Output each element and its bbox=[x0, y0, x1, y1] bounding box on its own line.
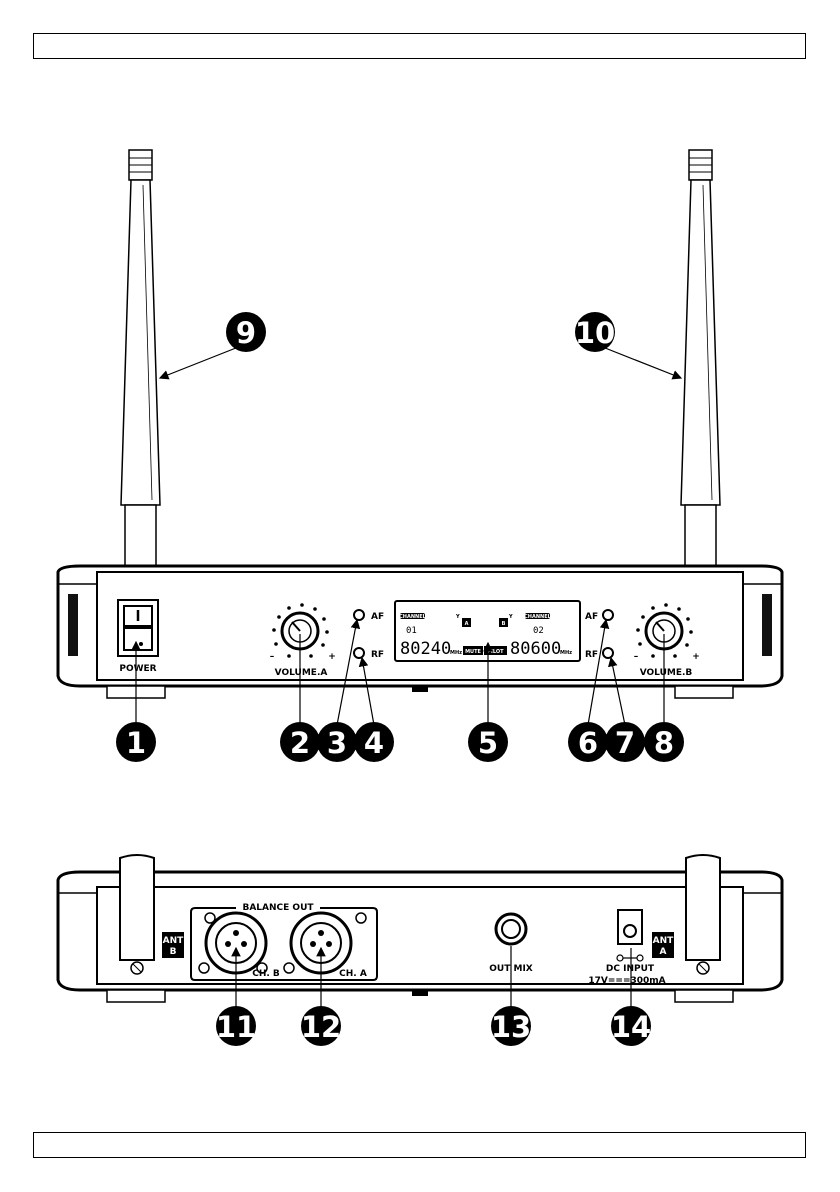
lcd-channel-b: 02 bbox=[533, 626, 544, 636]
ch-a-label: CH. A bbox=[339, 969, 367, 979]
callout-13: 13 bbox=[491, 1006, 531, 1046]
callout-8: 8 bbox=[644, 722, 684, 762]
callout-9: 9 bbox=[226, 312, 266, 352]
callout-4-number: 4 bbox=[364, 726, 384, 760]
lcd-freq-b: 80600 bbox=[510, 639, 561, 659]
callout-9-number: 9 bbox=[236, 316, 256, 350]
rf-b-led bbox=[603, 648, 613, 658]
rf-a-label: RF bbox=[371, 650, 384, 660]
callout-2-number: 2 bbox=[290, 726, 310, 760]
ch-b-label: CH. B bbox=[252, 969, 280, 979]
callout-3: 3 bbox=[317, 722, 357, 762]
callout-5: 5 bbox=[468, 722, 508, 762]
rear-panel: ANT B ANT A BALANCE OUT CH. B CH. A bbox=[58, 855, 782, 1002]
ant-a-label-1: ANT bbox=[653, 936, 674, 946]
callout-4: 4 bbox=[354, 722, 394, 762]
volume-a-plus: + bbox=[328, 652, 336, 662]
ant-a-label-2: A bbox=[660, 947, 667, 957]
power-switch[interactable] bbox=[118, 600, 158, 656]
rear-antenna-b bbox=[120, 855, 154, 974]
callout-14: 14 bbox=[611, 1006, 651, 1046]
callout-12: 12 bbox=[301, 1006, 341, 1046]
callout-13-number: 13 bbox=[491, 1010, 531, 1044]
front-panel: POWER – + VOLUME.A AF RF CHANNEL 01 Y bbox=[58, 566, 782, 698]
lcd-channel-a: 01 bbox=[406, 626, 417, 636]
volume-b-plus: + bbox=[692, 652, 700, 662]
balance-out-label: BALANCE OUT bbox=[242, 903, 314, 913]
ant-b-label-2: B bbox=[170, 947, 177, 957]
callout-7: 7 bbox=[605, 722, 645, 762]
callout-10-number: 10 bbox=[575, 316, 615, 350]
antenna-a-symbol-icon: Y bbox=[455, 614, 460, 620]
volume-a-label: VOLUME.A bbox=[275, 668, 328, 678]
callout-2: 2 bbox=[280, 722, 320, 762]
af-b-led bbox=[603, 610, 613, 620]
callout-7-number: 7 bbox=[615, 726, 635, 760]
lcd-freq-a: 80240 bbox=[400, 639, 451, 659]
callout-11: 11 bbox=[216, 1006, 256, 1046]
antenna-b-symbol-icon: Y bbox=[508, 614, 513, 620]
volume-b-label: VOLUME.B bbox=[640, 668, 693, 678]
callout-11-number: 11 bbox=[216, 1010, 256, 1044]
lcd-channel-b-tag: CHANNEL bbox=[524, 614, 552, 620]
lcd-antenna-a: A bbox=[465, 621, 469, 627]
rear-antenna-a bbox=[686, 855, 720, 974]
callout-1-number: 1 bbox=[126, 726, 146, 760]
callout-1: 1 bbox=[116, 722, 156, 762]
af-a-label: AF bbox=[371, 612, 384, 622]
callout-14-number: 14 bbox=[611, 1010, 651, 1044]
callout-8-number: 8 bbox=[654, 726, 674, 760]
volume-a-minus: – bbox=[270, 652, 275, 662]
antenna-left bbox=[121, 150, 160, 567]
callout-6-number: 6 bbox=[578, 726, 598, 760]
volume-b-minus: – bbox=[634, 652, 639, 662]
lcd-pilot: PILOT bbox=[487, 649, 504, 655]
callout-6: 6 bbox=[568, 722, 608, 762]
callout-10: 10 bbox=[575, 312, 615, 352]
power-label: POWER bbox=[119, 664, 156, 674]
lcd-mute: MUTE bbox=[465, 649, 481, 655]
af-a-led bbox=[354, 610, 364, 620]
callout-12-number: 12 bbox=[301, 1010, 341, 1044]
antenna-right bbox=[681, 150, 720, 567]
lcd-antenna-b: B bbox=[502, 621, 506, 627]
callout-3-number: 3 bbox=[327, 726, 347, 760]
dc-rating-label: 17V===300mA bbox=[588, 976, 665, 986]
ant-b-label-1: ANT bbox=[163, 936, 184, 946]
callout-5-number: 5 bbox=[478, 726, 498, 760]
rf-a-led bbox=[354, 648, 364, 658]
lcd-unit-b: MHz bbox=[560, 650, 572, 656]
rf-b-label: RF bbox=[585, 650, 598, 660]
lcd-channel-a-tag: CHANNEL bbox=[399, 614, 427, 620]
lcd-unit-a: MHz bbox=[450, 650, 462, 656]
af-b-label: AF bbox=[585, 612, 598, 622]
dc-input-jack[interactable] bbox=[618, 910, 642, 944]
out-mix-jack[interactable] bbox=[496, 914, 526, 944]
